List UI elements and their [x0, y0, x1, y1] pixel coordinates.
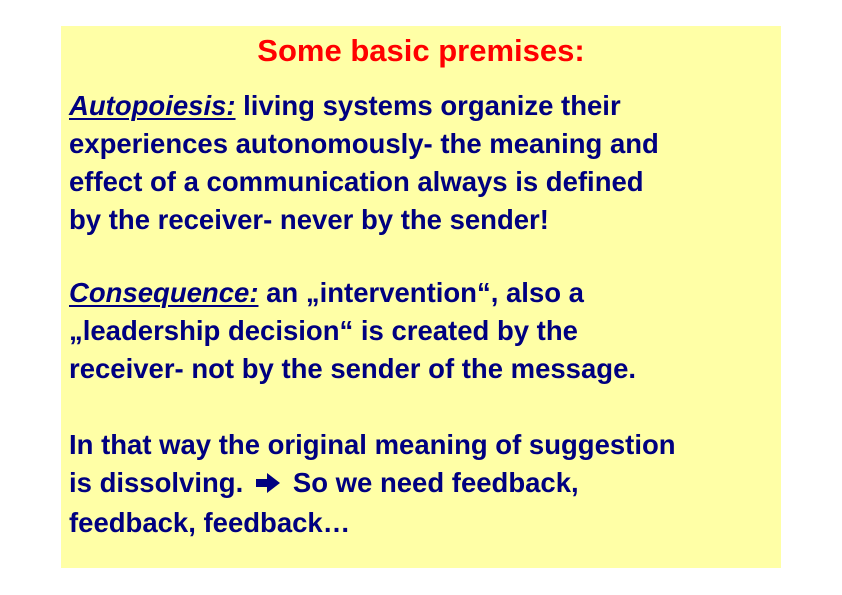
text-span: So we need feedback,	[292, 467, 579, 498]
paragraph-consequence: Consequence: an „intervention“, also a „…	[69, 274, 781, 388]
paragraph-line: Consequence: an „intervention“, also a	[69, 274, 781, 312]
paragraph-line: is dissolving. So we need feedback,	[69, 464, 781, 504]
paragraph-suggestion: In that way the original meaning of sugg…	[69, 426, 781, 542]
paragraph-line: In that way the original meaning of sugg…	[69, 429, 676, 460]
right-arrow-icon	[255, 466, 281, 504]
slide-title: Some basic premises:	[257, 33, 585, 68]
term-autopoiesis: Autopoiesis:	[69, 90, 236, 121]
paragraph-line: feedback, feedback…	[69, 507, 351, 538]
paragraph-autopoiesis: Autopoiesis: living systems organize the…	[69, 87, 781, 239]
text-span: an „intervention“, also a	[266, 277, 584, 308]
paragraph-line: Autopoiesis: living systems organize the…	[69, 87, 781, 125]
paragraph-line: effect of a communication always is defi…	[69, 166, 644, 197]
paragraph-line: experiences autonomously- the meaning an…	[69, 128, 659, 159]
paragraph-line: „leadership decision“ is created by the	[69, 315, 578, 346]
slide-content-box: Some basic premises: Autopoiesis: living…	[61, 26, 781, 568]
text-span: living systems organize their	[243, 90, 621, 121]
term-consequence: Consequence:	[69, 277, 259, 308]
paragraph-line: by the receiver- never by the sender!	[69, 204, 549, 235]
paragraph-line: receiver- not by the sender of the messa…	[69, 353, 636, 384]
text-span: is dissolving.	[69, 467, 244, 498]
